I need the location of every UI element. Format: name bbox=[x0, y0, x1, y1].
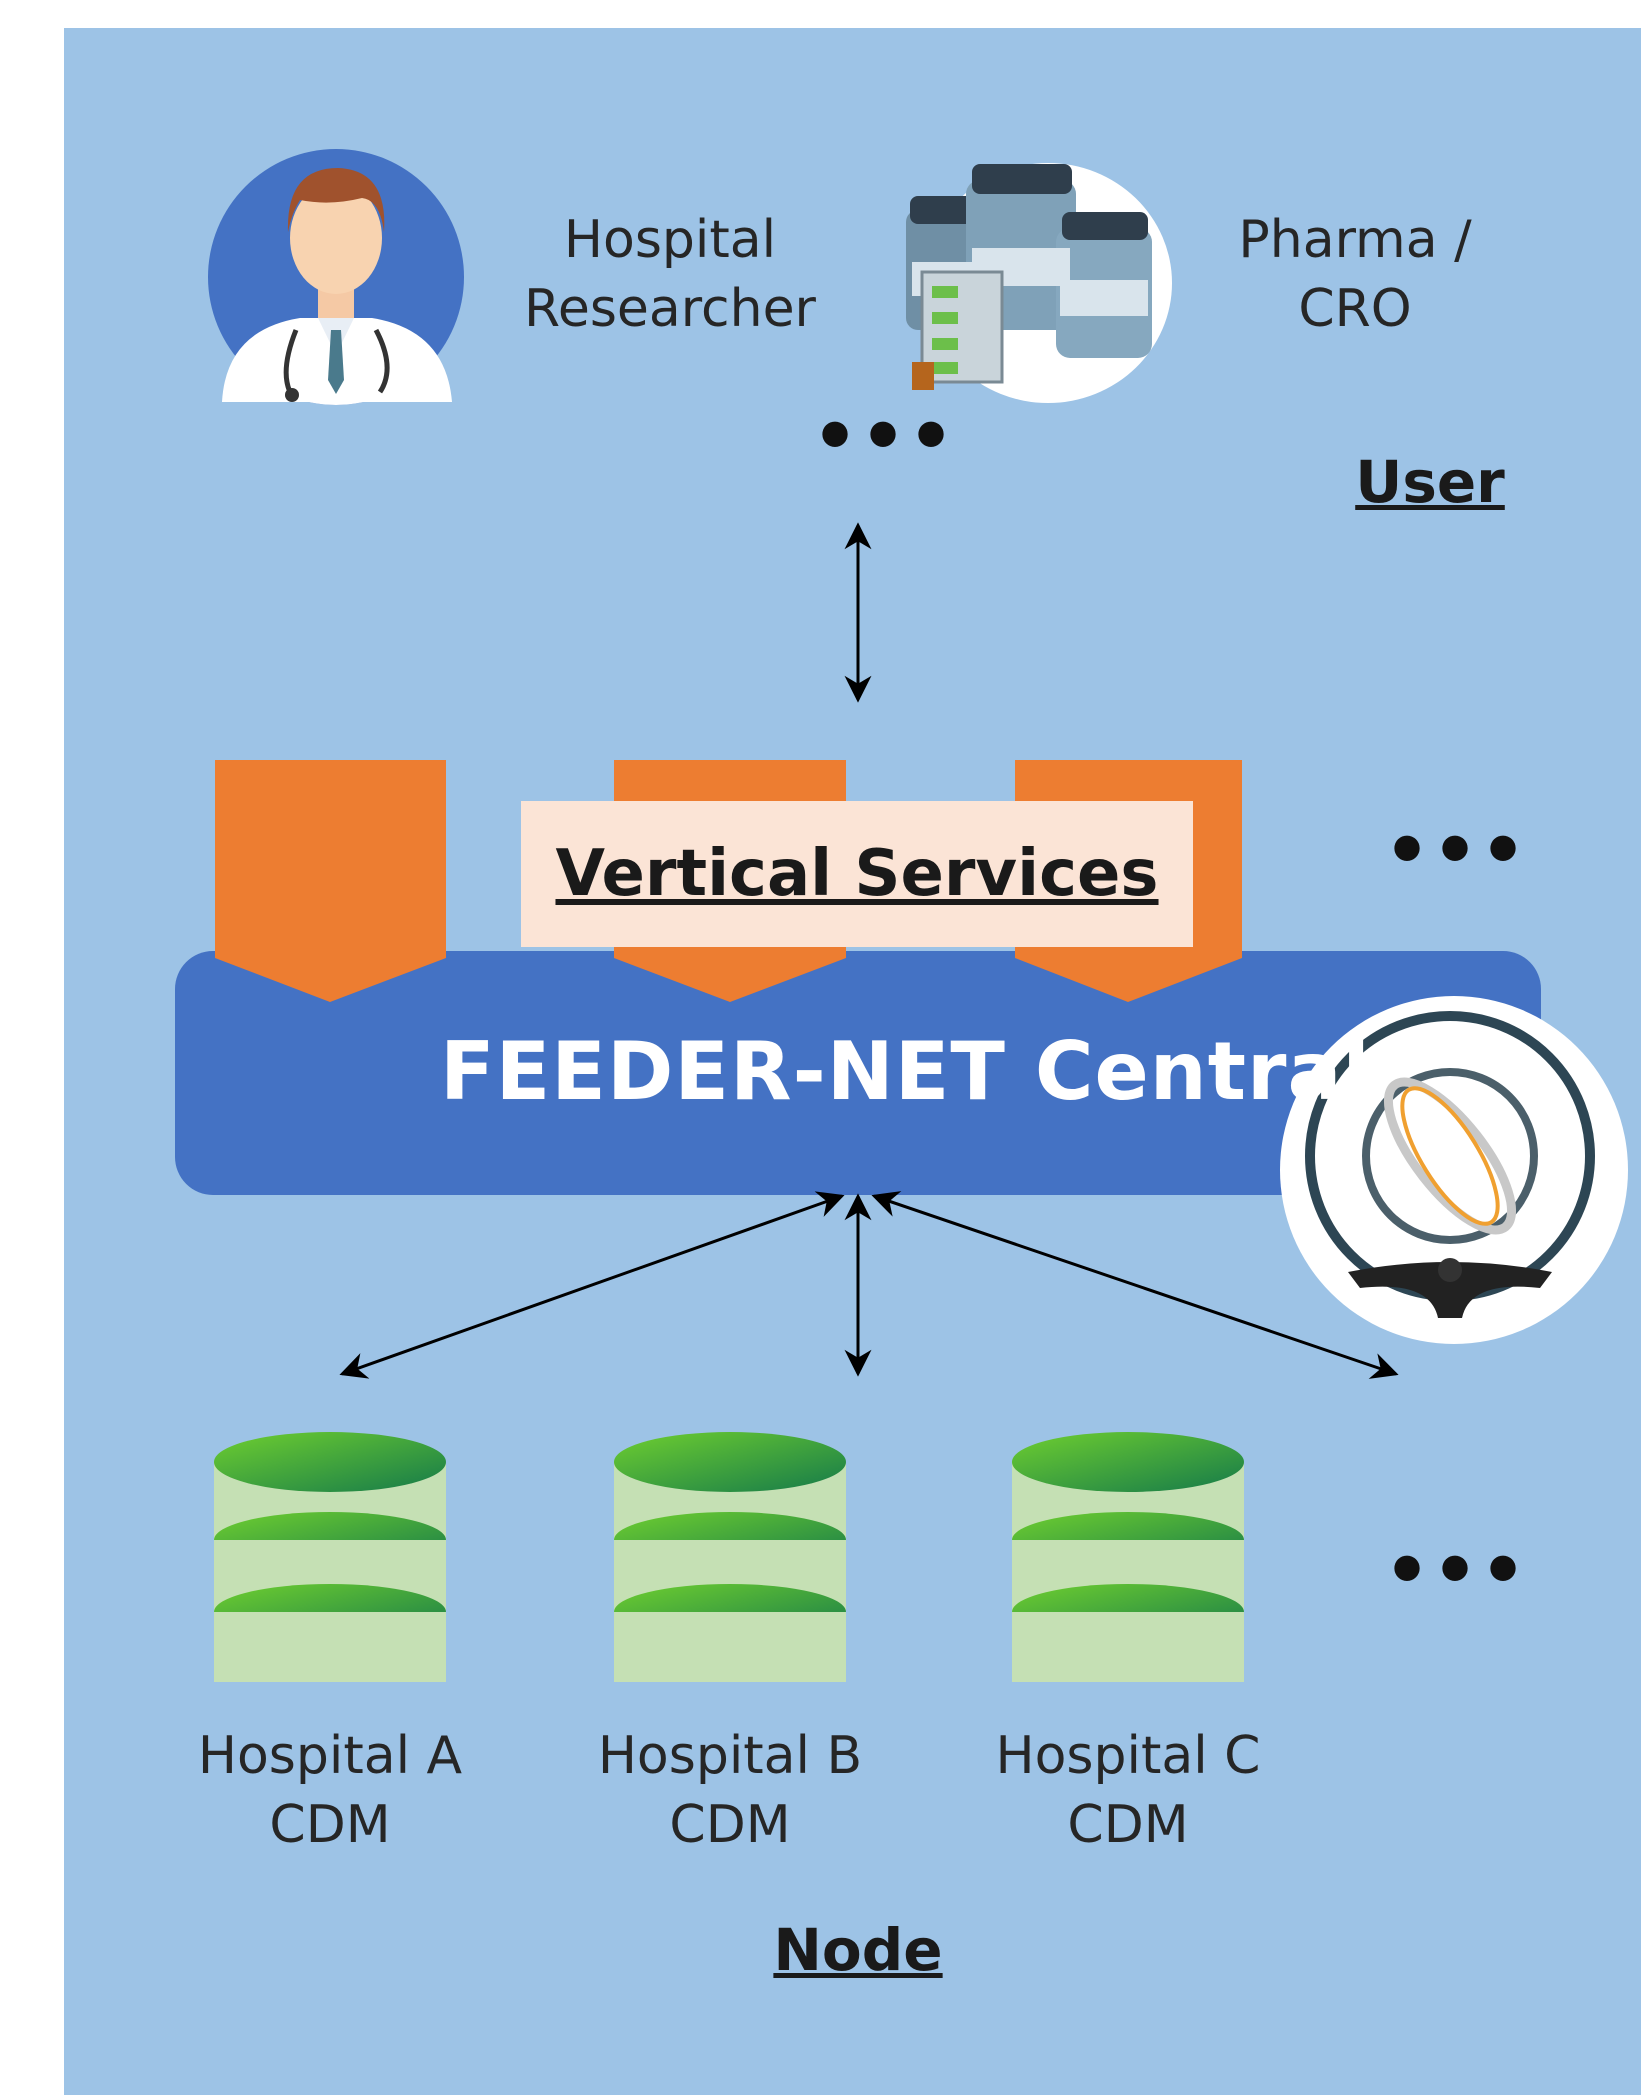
database-icon bbox=[614, 1432, 846, 1682]
hospital-b-label: Hospital B CDM bbox=[597, 1726, 863, 1855]
user-more-dots: ••• bbox=[812, 394, 957, 478]
database-icon bbox=[214, 1432, 446, 1682]
database-icon bbox=[1012, 1432, 1244, 1682]
central-node-arrows bbox=[339, 1191, 1399, 1379]
user-section-label: User bbox=[1355, 448, 1505, 516]
doctor-icon bbox=[208, 149, 464, 405]
node-section-label: Node bbox=[773, 1916, 943, 1984]
vertical-services-label: Vertical Services bbox=[555, 837, 1159, 911]
services-more-dots: ••• bbox=[1384, 808, 1529, 892]
vertical-service-tab bbox=[215, 760, 446, 1002]
hospital-c-label: Hospital C CDM bbox=[995, 1726, 1261, 1855]
medicine-bottles-icon bbox=[906, 163, 1172, 403]
pharma-cro-label: Pharma / CRO bbox=[1238, 210, 1472, 339]
vertical-services-label-box: Vertical Services bbox=[521, 801, 1193, 947]
node-more-dots: ••• bbox=[1384, 1528, 1529, 1612]
feeder-net-central-label: FEEDER-NET Central bbox=[440, 1025, 1371, 1118]
hospital-researcher-label: Hospital Researcher bbox=[524, 210, 816, 339]
feeder-net-central-bar bbox=[175, 951, 1541, 1195]
hospital-a-label: Hospital A CDM bbox=[197, 1726, 463, 1855]
